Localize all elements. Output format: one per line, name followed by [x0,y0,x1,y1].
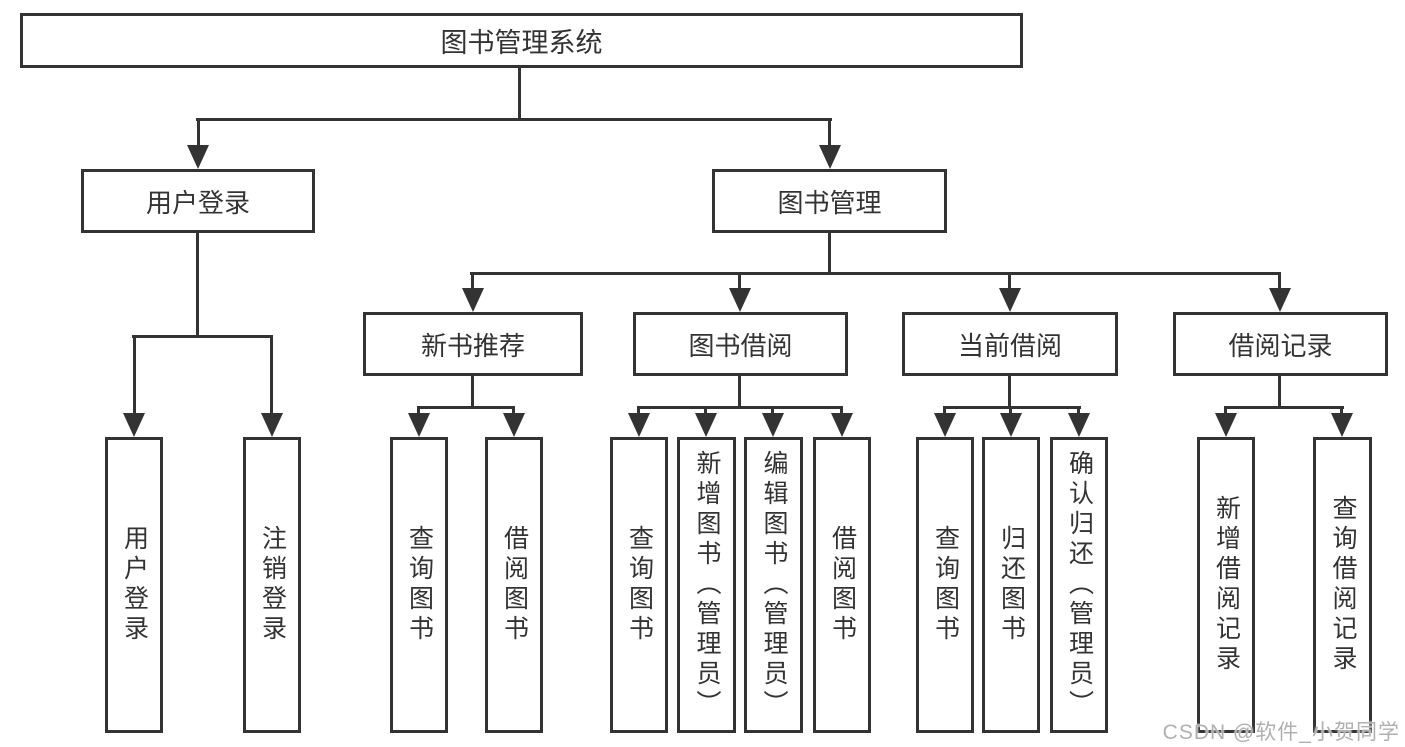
connector-line [417,406,420,415]
connector-line [1278,376,1281,409]
node-user-login-label: 用户登录 [145,187,250,218]
node-leaf-borrow-lend: 借阅图书 [813,437,871,733]
arrow-down [1068,413,1090,437]
arrow-down [1269,288,1291,312]
node-book-management: 图书管理 [712,169,947,233]
connector-line [1077,406,1080,415]
arrow-down [1331,413,1353,437]
connector-line [1224,406,1344,409]
node-leaf-borrow-query-label: 查询图书 [625,525,654,645]
node-leaf-borrow-add-label: 新增图书（管理员） [693,450,721,720]
node-new-book-recommend: 新书推荐 [363,312,583,376]
connector-line [738,272,741,290]
node-leaf-current-confirm: 确认归还（管理员） [1050,437,1108,733]
connector-line [471,376,474,409]
arrow-down [695,413,717,437]
connector-line [197,118,200,148]
node-leaf-borrow-edit: 编辑图书（管理员） [744,437,803,733]
node-leaf-user-login: 用户登录 [105,437,163,733]
connector-line [840,406,843,415]
csdn-watermark: CSDN @软件_小贺同学 [1162,721,1400,744]
arrow-down [408,413,430,437]
node-root: 图书管理系统 [20,13,1023,68]
arrow-down [123,413,145,437]
connector-line [470,272,1281,275]
node-borrow-records-label: 借阅记录 [1228,330,1333,361]
connector-line [132,335,273,338]
connector-line [1008,272,1011,290]
arrow-down [999,288,1021,312]
node-leaf-current-query: 查询图书 [916,437,974,733]
node-current-borrow-label: 当前借阅 [957,330,1062,361]
node-leaf-records-add: 新增借阅记录 [1197,437,1255,733]
arrow-down [187,145,209,169]
node-book-borrow-label: 图书借阅 [688,330,793,361]
connector-line [1008,376,1011,409]
connector-line [1340,406,1343,415]
node-current-borrow: 当前借阅 [902,312,1118,376]
node-leaf-current-return-label: 归还图书 [997,525,1026,645]
connector-line [512,406,515,415]
node-leaf-recommend-query-label: 查询图书 [405,525,434,645]
connector-line [1278,272,1281,290]
node-leaf-logout: 注销登录 [243,437,301,733]
connector-line [637,406,843,409]
node-leaf-borrow-query: 查询图书 [610,437,668,733]
node-leaf-current-confirm-label: 确认归还（管理员） [1065,450,1094,720]
connector-line [704,406,707,415]
node-leaf-records-query: 查询借阅记录 [1313,437,1372,733]
connector-line [828,118,831,148]
node-leaf-borrow-lend-label: 借阅图书 [828,525,857,645]
connector-line [196,233,199,337]
node-leaf-recommend-borrow-label: 借阅图书 [500,525,529,645]
node-leaf-user-login-label: 用户登录 [120,525,149,645]
connector-line [1224,406,1227,415]
node-leaf-records-add-label: 新增借阅记录 [1212,495,1241,675]
arrow-down [729,288,751,312]
node-user-login: 用户登录 [81,169,315,233]
node-book-management-label: 图书管理 [777,187,882,218]
node-leaf-logout-label: 注销登录 [258,525,287,645]
connector-line [133,335,136,415]
connector-line [637,406,640,415]
node-leaf-current-query-label: 查询图书 [931,525,960,645]
node-leaf-borrow-add: 新增图书（管理员） [677,437,736,733]
connector-line [518,68,521,120]
node-leaf-recommend-query: 查询图书 [390,437,448,733]
arrow-down [628,413,650,437]
arrow-down [503,413,525,437]
connector-line [270,335,273,415]
node-borrow-records: 借阅记录 [1173,312,1388,376]
connector-line [1009,406,1012,415]
node-leaf-records-query-label: 查询借阅记录 [1329,495,1357,675]
arrow-down [261,413,283,437]
node-leaf-current-return: 归还图书 [982,437,1040,733]
node-root-label: 图书管理系统 [440,28,603,58]
arrow-down [934,413,956,437]
node-book-borrow: 图书借阅 [633,312,848,376]
arrow-down [1215,413,1237,437]
connector-line [943,406,946,415]
connector-line [738,376,741,409]
connector-line [417,406,515,409]
connector-line [471,272,474,290]
arrow-down [819,145,841,169]
connector-line [828,233,831,275]
arrow-down [462,288,484,312]
connector-line [771,406,774,415]
connector-line [943,406,1081,409]
connector-line [196,118,832,121]
arrow-down [831,413,853,437]
node-leaf-recommend-borrow: 借阅图书 [485,437,543,733]
node-leaf-borrow-edit-label: 编辑图书（管理员） [760,450,788,720]
node-new-book-recommend-label: 新书推荐 [420,330,525,361]
arrow-down [762,413,784,437]
arrow-down [1000,413,1022,437]
